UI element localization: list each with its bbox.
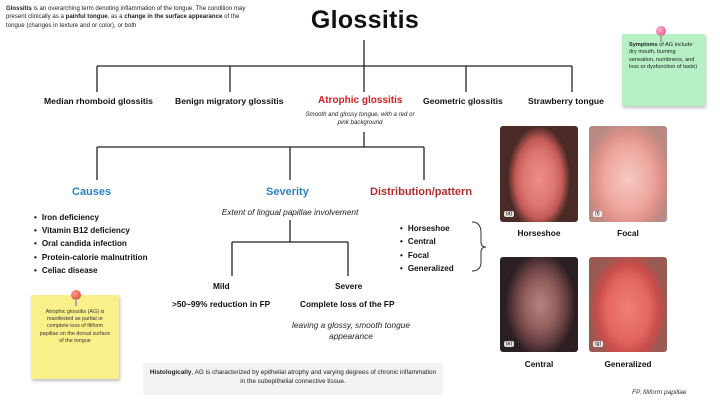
symptoms-bold: Symptoms (629, 42, 658, 48)
list-item: Focal (400, 249, 454, 262)
photo-caption-horseshoe: Horseshoe (517, 228, 561, 238)
intro-term: Glossitis (6, 5, 32, 12)
severity-severe-note: leaving a glossy, smooth tongue appearan… (292, 320, 410, 341)
symptoms-sticky-note: Symptoms of AG include dry mouth, burnin… (622, 34, 705, 106)
photo-tag: (g) (593, 341, 604, 347)
type-atrophic: Atrophic glossitis (318, 95, 403, 106)
symptoms-text: of AG include dry mouth, burning sensati… (629, 42, 698, 70)
list-item: Vitamin B12 deficiency (34, 224, 148, 237)
photo-tag: (f) (593, 211, 602, 217)
photo-tag: (e) (504, 341, 515, 347)
intro-text-b: , as a (107, 13, 125, 21)
intro-text-a: is an overarching term denoting inflamma… (6, 5, 246, 21)
distribution-list: Horseshoe Central Focal Generalized (400, 222, 454, 276)
atrophic-note: Smooth and glossy tongue, with a red or … (305, 111, 415, 126)
photo-caption-generalized: Generalized (604, 359, 652, 369)
intro-bold-b: change in the surface appearance (124, 13, 223, 21)
list-item: Oral candida infection (34, 237, 148, 250)
ag-definition-sticky-note: Atrophic glossitis (AG) is manifested as… (31, 295, 119, 379)
pushpin-stem-icon (75, 299, 77, 306)
severity-severe-label: Severe (335, 281, 363, 291)
severity-mild-label: Mild (213, 281, 230, 291)
photo-tag: (d) (504, 211, 515, 217)
type-strawberry: Strawberry tongue (528, 96, 604, 106)
histology-bold: Histologically (149, 369, 192, 376)
pushpin-stem-icon (660, 35, 662, 42)
page-title: Glossitis (310, 6, 420, 34)
intro-bold-a: painful tongue (65, 13, 108, 21)
list-item: Iron deficiency (34, 211, 148, 224)
tongue-photo-central: (e) (500, 257, 578, 352)
histology-box: Histologically, AG is characterized by e… (143, 363, 443, 395)
list-item: Celiac disease (34, 264, 148, 277)
histology-text: , AG is characterized by epithelial atro… (191, 369, 437, 385)
pushpin-icon (656, 26, 666, 36)
pushpin-icon (71, 290, 81, 300)
list-item: Generalized (400, 262, 454, 275)
type-geometric: Geometric glossitis (423, 96, 503, 106)
list-item: Central (400, 235, 454, 248)
tongue-photo-generalized: (g) (589, 257, 667, 352)
intro-paragraph: Glossitis is an overarching term denotin… (6, 5, 246, 30)
tongue-photo-focal: (f) (589, 126, 667, 222)
severity-heading: Severity (266, 186, 309, 198)
severity-mild-desc: >50~99% reduction in FP (172, 299, 271, 309)
causes-heading: Causes (72, 186, 112, 198)
type-median-rhomboid: Median rhomboid glossitis (44, 96, 153, 106)
list-item: Horseshoe (400, 222, 454, 235)
photo-caption-focal: Focal (617, 228, 639, 238)
severity-severe-desc: Complete loss of the FP (300, 299, 395, 309)
tongue-photo-horseshoe: (d) (500, 126, 578, 222)
type-benign-migratory: Benign migratory glossitis (175, 96, 284, 106)
distribution-heading: Distribution/pattern (370, 186, 473, 198)
intro-text-c: of the tongue (changes in texture and or… (6, 13, 240, 29)
list-item: Protein-calorie malnutrition (34, 251, 148, 264)
photo-caption-central: Central (524, 359, 554, 369)
causes-list: Iron deficiency Vitamin B12 deficiency O… (34, 211, 148, 277)
severity-extent-note: Extent of lingual papillae involvement (221, 207, 359, 217)
footnote: FP, filiform papillae (632, 389, 687, 396)
